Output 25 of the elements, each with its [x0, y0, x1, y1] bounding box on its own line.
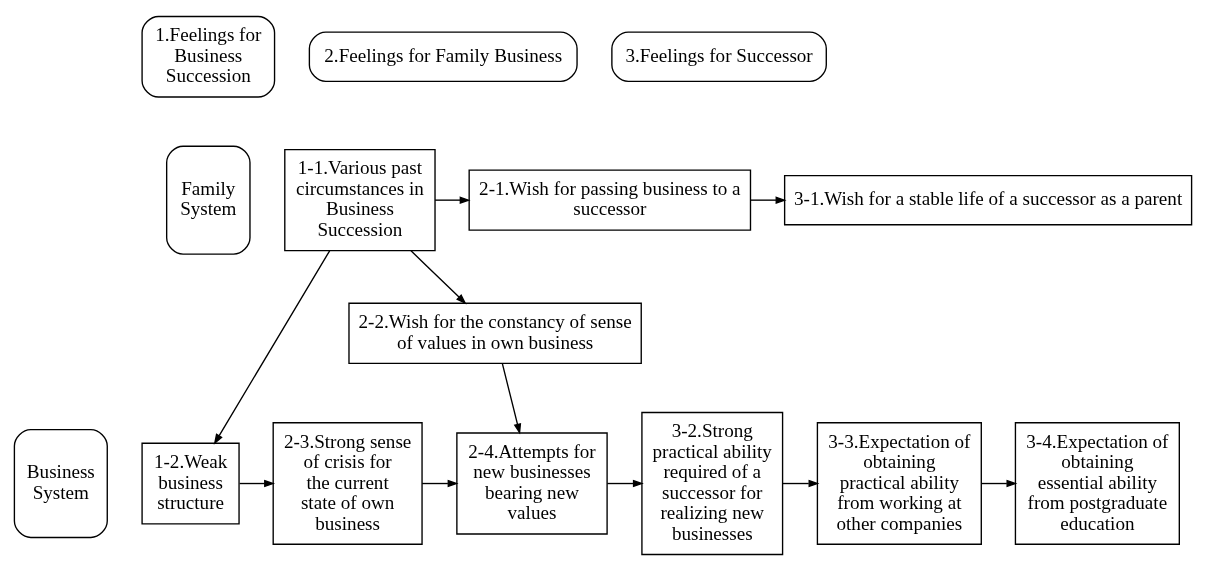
node-box: 2-4.Attempts for new businesses bearing new values — [456, 431, 608, 535]
arrow — [606, 479, 644, 487]
arrow — [410, 249, 467, 304]
node-box: 3-3.Expectation of obtaining practical ability from working at other companies — [816, 421, 982, 545]
node-box: 1-1.Various past circumstances in Business Succession — [284, 148, 436, 251]
node-box: 3-4.Expectation of obtaining essential ability from postgraduate education — [1014, 421, 1180, 545]
arrow — [782, 479, 820, 487]
node-box: 1-2.Weak business structure — [141, 442, 240, 524]
node-box: 2.Feelings for Family Business — [308, 31, 578, 82]
arrow — [749, 195, 787, 204]
node-box: 2-2.Wish for the constancy of sense of values in own business — [348, 302, 642, 364]
arrow — [421, 479, 459, 487]
node-box: 2-1.Wish for passing business to a successor — [468, 168, 752, 231]
node-box: 3.Feelings for Successor — [611, 31, 827, 82]
node-box: 3-1.Wish for a stable life of a successor as a parent — [783, 174, 1193, 225]
node-box: 1.Feelings for Business Succession — [141, 15, 276, 98]
arrow — [980, 479, 1018, 487]
node-box: Business System — [13, 428, 108, 538]
node-box: Family System — [166, 145, 251, 255]
node-box: 2-3.Strong sense of crisis for the current state of own business — [272, 421, 423, 545]
arrow — [501, 362, 522, 435]
arrow — [213, 249, 331, 445]
node-box: 3-2.Strong practical ability required of a successor for realizing new businesses — [641, 411, 784, 555]
arrow — [434, 195, 471, 204]
arrow — [238, 479, 276, 487]
